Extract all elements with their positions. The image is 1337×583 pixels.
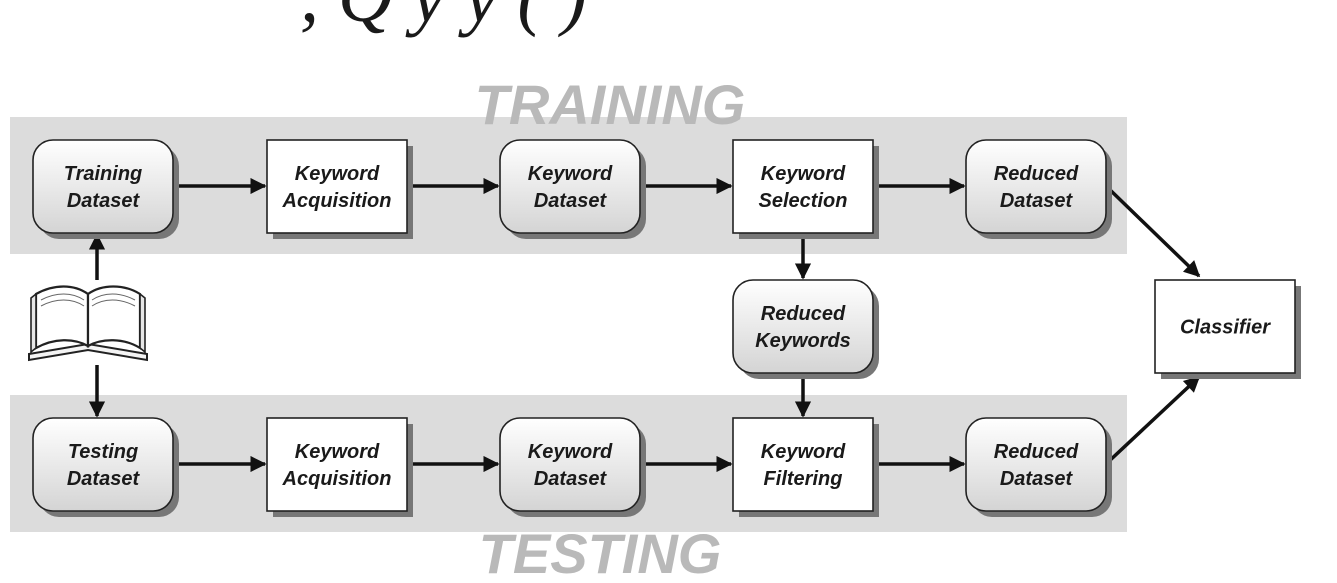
node-label-line: Classifier xyxy=(1180,317,1271,339)
testing-label: TESTING xyxy=(479,522,722,583)
node-label-line: Acquisition xyxy=(282,190,392,212)
node-label-line: Dataset xyxy=(534,190,608,212)
nodes: TrainingDatasetKeywordAcquisitionKeyword… xyxy=(32,139,1301,517)
node-box xyxy=(266,139,408,234)
node-box xyxy=(965,417,1107,512)
node-label-line: Keyword xyxy=(761,441,846,463)
node-label-line: Dataset xyxy=(534,468,608,490)
node-label-line: Dataset xyxy=(1000,190,1074,212)
node-box xyxy=(732,417,874,512)
node-label-line: Training xyxy=(64,163,143,185)
node-label-line: Testing xyxy=(68,441,138,463)
node-label-line: Dataset xyxy=(1000,468,1074,490)
classifier-node: Classifier xyxy=(1154,279,1301,379)
open-book-icon xyxy=(28,285,148,362)
node-label-line: Keyword xyxy=(295,441,380,463)
connectors xyxy=(88,177,1201,473)
node-label-line: Dataset xyxy=(67,190,141,212)
flow-arrow xyxy=(1104,375,1201,466)
node-label-line: Keyword xyxy=(528,163,613,185)
node-label-line: Keyword xyxy=(295,163,380,185)
node-box xyxy=(32,139,174,234)
node-box xyxy=(32,417,174,512)
node-box xyxy=(499,139,641,234)
node-box xyxy=(1154,279,1296,374)
node-label-line: Keyword xyxy=(761,163,846,185)
node-label-line: Reduced xyxy=(994,163,1079,185)
node-label-line: Reduced xyxy=(994,441,1079,463)
node-label-line: Reduced xyxy=(761,303,846,325)
cropped-heading: , Q y y ( ) xyxy=(0,0,1337,64)
node-box xyxy=(266,417,408,512)
node-box xyxy=(499,417,641,512)
node-box xyxy=(732,279,874,374)
node-label-line: Filtering xyxy=(764,468,843,490)
node-label-line: Selection xyxy=(759,190,848,212)
node-label-line: Dataset xyxy=(67,468,141,490)
node-label-line: Acquisition xyxy=(282,468,392,490)
node-box xyxy=(965,139,1107,234)
training-label: TRAINING xyxy=(475,73,746,136)
cropped-heading-text: , Q y y ( ) xyxy=(300,0,587,40)
flow-arrow xyxy=(1104,184,1201,278)
node-label-line: Keyword xyxy=(528,441,613,463)
node-label-line: Keywords xyxy=(755,330,851,352)
node-box xyxy=(732,139,874,234)
